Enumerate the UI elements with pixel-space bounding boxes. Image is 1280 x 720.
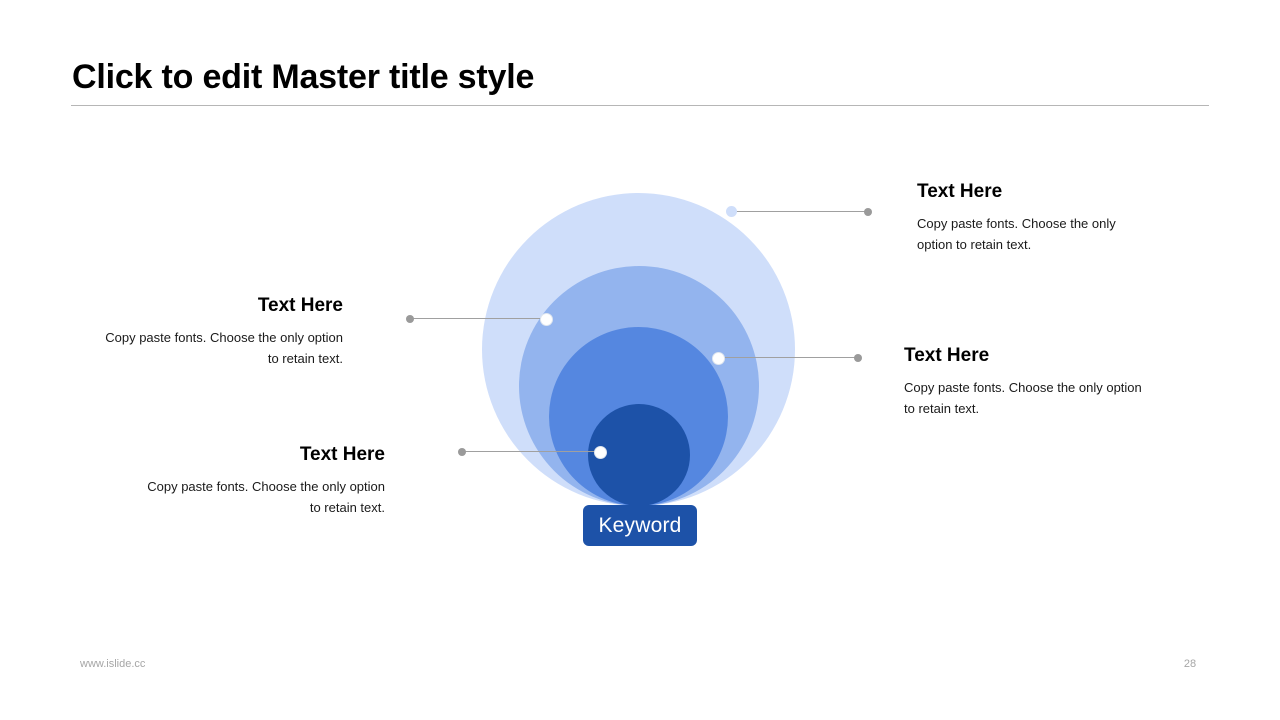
connector-node-mid-left[interactable] [540, 313, 553, 326]
page-title[interactable]: Click to edit Master title style [72, 58, 535, 96]
connector-line-top-right [734, 211, 868, 213]
callout-mid-right[interactable]: Text Here Copy paste fonts. Choose the o… [904, 345, 1144, 419]
connector-line-mid-left [412, 318, 546, 320]
callout-heading: Text Here [299, 444, 385, 465]
connector-endpoint-mid-left [406, 315, 414, 323]
connector-endpoint-mid-right [854, 354, 862, 362]
connector-node-top-right[interactable] [726, 206, 737, 217]
keyword-badge-label: Keyword [598, 513, 682, 537]
callout-body: Copy paste fonts. Choose the only option… [147, 478, 385, 515]
connector-node-mid-right[interactable] [712, 352, 725, 365]
connector-endpoint-top-right [864, 208, 872, 216]
callout-body: Copy paste fonts. Choose the only option… [105, 329, 343, 366]
callout-top-right[interactable]: Text Here Copy paste fonts. Choose the o… [917, 181, 1152, 255]
footer-page-number: 28 [1183, 658, 1197, 670]
title-divider [71, 105, 1209, 106]
callout-body: Copy paste fonts. Choose the only option… [904, 379, 1142, 416]
callout-heading: Text Here [904, 345, 990, 366]
callout-bottom-left[interactable]: Text Here Copy paste fonts. Choose the o… [135, 444, 385, 518]
connector-line-mid-right [723, 357, 858, 359]
connector-endpoint-bottom-left [458, 448, 466, 456]
keyword-badge[interactable]: Keyword [583, 505, 697, 546]
callout-body: Copy paste fonts. Choose the only option… [917, 215, 1116, 252]
connector-node-bottom-left[interactable] [594, 446, 607, 459]
callout-heading: Text Here [917, 181, 1003, 202]
callout-heading: Text Here [257, 295, 343, 316]
connector-line-bottom-left [464, 451, 600, 453]
callout-mid-left[interactable]: Text Here Copy paste fonts. Choose the o… [95, 295, 343, 369]
footer-url[interactable]: www.islide.cc [80, 658, 146, 670]
